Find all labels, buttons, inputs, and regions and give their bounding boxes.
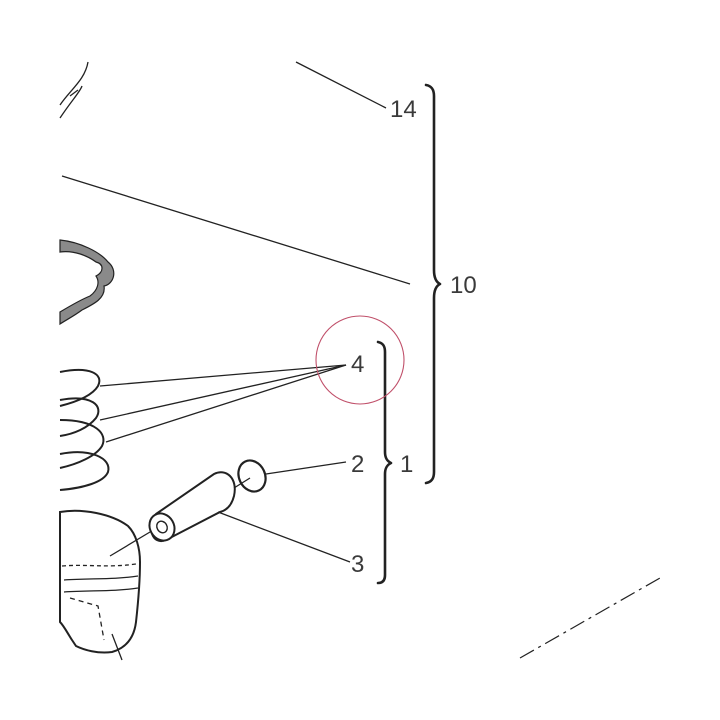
bracket-10 [424, 83, 442, 485]
callout-14: 14 [390, 96, 417, 123]
cylinder-gasket [59, 239, 115, 326]
callout-2: 2 [351, 451, 364, 478]
leader-line-10 [61, 175, 411, 285]
center-line [519, 577, 661, 659]
callout-10: 10 [450, 272, 477, 299]
callout-4: 4 [351, 351, 364, 378]
bracket-1 [376, 340, 393, 585]
callout-1: 1 [400, 451, 413, 478]
leader-lines-4 [99, 364, 347, 443]
highlight-circle [315, 315, 405, 405]
circlip [237, 459, 347, 493]
piston-pin [109, 471, 351, 563]
seal-fragment-top [59, 61, 89, 119]
callout-3: 3 [351, 551, 364, 578]
leader-line-14 [295, 61, 387, 109]
piston [59, 509, 142, 661]
piston-rings [59, 368, 110, 491]
